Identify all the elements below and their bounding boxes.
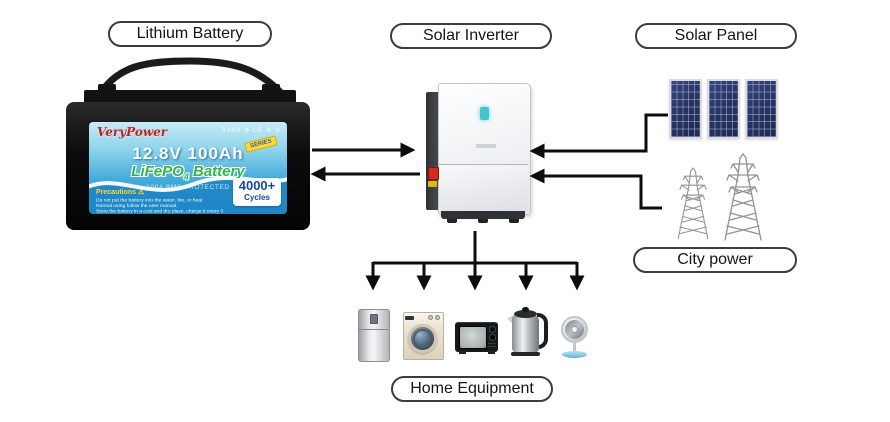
- certification-icons: RoHS ⊚ CE ♻ ⊘: [221, 128, 281, 134]
- inverter-connector-band: [441, 211, 525, 219]
- inverter-connector: [478, 219, 488, 223]
- tv-knob: [489, 334, 496, 341]
- battery-handle-mount: [262, 84, 280, 94]
- chemistry-word: Battery: [193, 163, 245, 180]
- washing-machine-door-ring: [413, 329, 432, 348]
- battery-handle-mount: [98, 84, 116, 94]
- kettle-spout: [507, 315, 514, 325]
- label-city-power: City power: [633, 247, 797, 273]
- cycles-badge: 4000+ Cycles: [233, 178, 281, 206]
- precaution-line: Store the battery in a cool and dry plac…: [96, 208, 224, 214]
- inverter-logo-mark: [476, 144, 496, 148]
- fan-hub: [571, 326, 578, 333]
- precautions-title: Precautions ⚠: [96, 189, 145, 196]
- precaution-line: Do not put the battery into the water, f…: [96, 197, 203, 203]
- solar-panel-icon: [669, 79, 702, 139]
- inverter-connector: [447, 219, 457, 223]
- inverter-lower-panel: [439, 165, 528, 212]
- inverter-side-panel: [426, 92, 439, 210]
- arrow-solarpanel-to-inverter: [529, 113, 668, 159]
- battery-brand-logo: VeryPower: [97, 125, 168, 139]
- cycles-value: 4000+: [238, 178, 276, 193]
- warning-sticker-icon: [428, 167, 439, 180]
- warning-sticker-icon: [428, 181, 437, 187]
- fan-neck: [573, 343, 576, 352]
- tv-speaker-grill: [488, 346, 496, 347]
- tv-foot: [459, 351, 466, 354]
- kettle-icon: [512, 315, 539, 353]
- washer-knob: [435, 315, 440, 320]
- precautions-lines: Do not put the battery into the water, f…: [96, 197, 239, 214]
- washer-display: [405, 315, 414, 320]
- arrow-citypower-to-inverter: [529, 168, 662, 210]
- bms-protected-text: 100A BMS PROTECTED: [146, 184, 230, 191]
- solar-panel-icon: [745, 79, 778, 139]
- transmission-towers-icon: [677, 153, 762, 241]
- washer-knob: [428, 315, 433, 320]
- inverter-divider: [439, 164, 528, 165]
- label-home-equipment: Home Equipment: [391, 376, 553, 402]
- tv-speaker-grill: [488, 343, 496, 344]
- battery-top-cap: [84, 90, 296, 104]
- inverter-connector: [509, 219, 519, 223]
- battery-handle: [96, 57, 286, 98]
- kettle-lid: [514, 310, 537, 318]
- washing-machine-controls: [405, 314, 440, 321]
- kettle-base: [511, 352, 540, 356]
- refrigerator-icon: [358, 309, 390, 362]
- cycles-unit: Cycles: [244, 193, 270, 202]
- kettle-handle: [537, 313, 548, 349]
- kettle-lid-knob: [522, 307, 529, 312]
- refrigerator-door-divider: [358, 329, 388, 330]
- battery-spec-text: 12.8V 100Ah: [132, 144, 244, 163]
- refrigerator-panel: [370, 314, 378, 324]
- label-solar-panel: Solar Panel: [635, 23, 797, 49]
- battery-label: VeryPower RoHS ⊚ CE ♻ ⊘ 12.8V 100Ah SERI…: [89, 122, 287, 214]
- inverter-status-led: [480, 107, 489, 120]
- label-lithium-battery: Lithium Battery: [108, 21, 272, 47]
- fan-base: [562, 351, 587, 358]
- solar-panel-icon: [707, 79, 740, 139]
- tv-foot: [488, 351, 495, 354]
- tv-screen: [459, 326, 487, 349]
- washing-machine-door: [408, 324, 437, 353]
- chemistry-name: LiFePO: [131, 163, 184, 180]
- tv-knob: [489, 326, 496, 333]
- battery-chemistry-text: LiFePO4 Battery: [89, 163, 287, 182]
- precaution-line: Normal using follow the user manual.: [96, 202, 178, 209]
- label-solar-inverter: Solar Inverter: [390, 23, 552, 49]
- chemistry-subscript: 4: [183, 172, 189, 182]
